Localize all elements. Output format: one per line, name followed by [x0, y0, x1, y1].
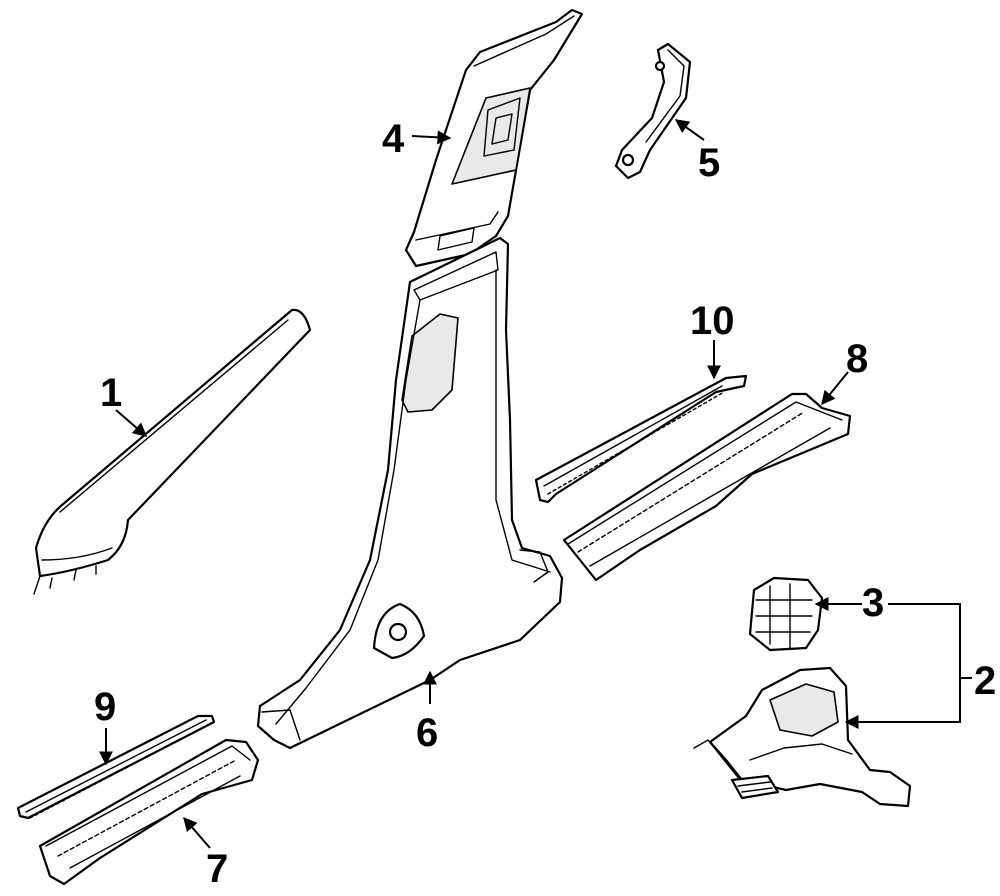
leader-7	[183, 816, 211, 849]
callout-7: 7	[206, 847, 228, 891]
leader-5	[674, 119, 705, 141]
part-5-bracket	[614, 42, 692, 180]
part-3-clip	[748, 576, 824, 652]
callout-4: 4	[382, 117, 405, 161]
callout-2: 2	[974, 659, 996, 703]
part-1-a-pillar-trim	[33, 308, 312, 595]
callout-8: 8	[846, 337, 868, 381]
part-9-strip	[16, 714, 216, 820]
callout-3: 3	[862, 581, 884, 625]
leader-4	[411, 130, 452, 145]
callout-9: 9	[94, 685, 116, 729]
part-4-upper-b-pillar-trim	[404, 8, 584, 268]
callout-5: 5	[698, 141, 720, 185]
callout-1: 1	[100, 371, 122, 415]
part-2-quarter-trim	[693, 666, 912, 808]
leader-8	[821, 371, 849, 406]
leader-lines	[99, 119, 972, 849]
part-8-sill-plate	[562, 392, 852, 582]
leader-2-bracket	[844, 603, 961, 729]
callout-labels: 1 2 3 4 5 6 7 8 9 10	[94, 117, 996, 891]
callout-6: 6	[416, 711, 438, 755]
leader-1	[115, 409, 148, 437]
part-7-sill-plate	[38, 738, 260, 886]
part-6-b-pillar-lower-trim	[256, 236, 564, 750]
callout-10: 10	[690, 299, 735, 343]
part-10-sill-strip	[534, 374, 748, 504]
